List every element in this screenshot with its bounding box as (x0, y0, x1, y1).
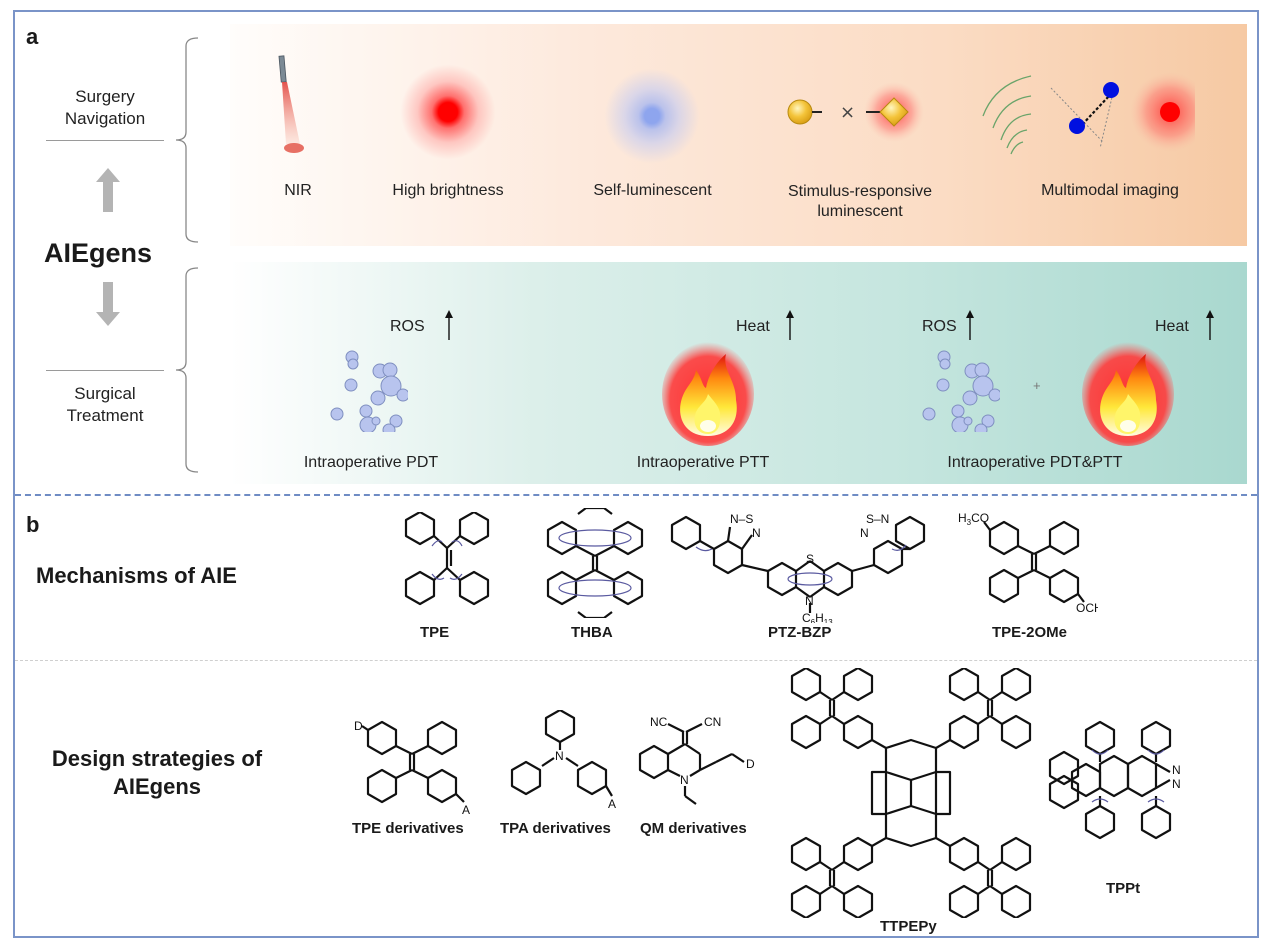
ptt-label: Intraoperative PTT (636, 454, 770, 471)
surgery-navigation-label: Surgery Navigation (40, 86, 170, 130)
arrow-up-icon (96, 168, 120, 212)
svg-text:N: N (555, 749, 564, 763)
tpe-derivatives-structure: D A (354, 720, 470, 817)
surgery-navigation-band (230, 24, 1247, 246)
svg-text:D: D (354, 720, 363, 733)
thba-label: THBA (571, 624, 613, 641)
stimulus-responsive-line-1: Stimulus-responsive (787, 183, 933, 200)
tpe-2ome-structure: H3CO OCH3 (958, 511, 1098, 617)
stimulus-responsive-line-2: luminescent (817, 203, 903, 220)
ttpepy-label: TTPEPy (880, 918, 937, 935)
arrow-down-icon (96, 282, 120, 326)
svg-text:C6H13: C6H13 (802, 611, 833, 623)
tppt-structure: N N (1048, 720, 1181, 840)
nir-label: NIR (284, 182, 312, 199)
design-strategies-title: Design strategies of AIEgens (26, 745, 288, 801)
qm-derivatives-structure: NC CN N D (638, 715, 755, 805)
tpa-derivatives-label: TPA derivatives (500, 820, 611, 837)
divider-bottom (46, 370, 164, 371)
ros-indicator-label: ROS (390, 318, 425, 335)
panel-a-letter: a (26, 24, 39, 49)
svg-text:N: N (680, 773, 689, 787)
svg-text:S: S (806, 552, 814, 566)
pyrene-core (870, 738, 952, 848)
surgery-navigation-line-1: Surgery (75, 87, 135, 106)
heat-indicator-label: Heat (736, 318, 770, 335)
brace-top-icon (175, 37, 199, 243)
pdt-label: Intraoperative PDT (303, 454, 439, 471)
panel-b-letter: b (26, 512, 40, 537)
svg-text:N: N (752, 526, 761, 540)
high-brightness-label: High brightness (392, 182, 504, 199)
red-glow-icon (400, 64, 496, 160)
multimodal-imaging-label: Multimodal imaging (1041, 182, 1179, 199)
svg-text:N: N (860, 526, 869, 540)
svg-text:N–S: N–S (730, 512, 753, 526)
design-title-line-2: AIEgens (112, 774, 202, 799)
multimodal-imaging-icon (982, 72, 1195, 155)
svg-text:A: A (608, 797, 616, 811)
svg-text:H3CO: H3CO (958, 511, 989, 527)
design-title-line-1: Design strategies of (51, 746, 263, 771)
surgery-navigation-line-2: Navigation (64, 109, 146, 128)
thba-structure (546, 508, 644, 618)
ros-bubbles-icon (330, 350, 408, 432)
mechanisms-title: Mechanisms of AIE (36, 563, 237, 588)
brace-bottom-icon (175, 267, 199, 473)
tppt-label: TPPt (1106, 880, 1141, 897)
svg-text:N: N (805, 594, 814, 608)
combo-heat-up-arrow-icon (1206, 310, 1214, 340)
surgical-treatment-line-1: Surgical (74, 384, 136, 403)
divider-top (46, 140, 164, 141)
blue-glow-icon (604, 68, 700, 164)
pdt-ptt-label: Intraoperative PDT&PTT (947, 454, 1123, 471)
tpe-2ome-label: TPE-2OMe (992, 624, 1068, 641)
stimulus-operator: × (840, 102, 855, 123)
heat-up-arrow-icon (786, 310, 794, 340)
surgical-treatment-line-2: Treatment (66, 406, 144, 425)
ros-up-arrow-icon (445, 310, 453, 340)
ptz-bzp-label: PTZ-BZP (768, 624, 832, 641)
tpa-derivatives-structure: N A (510, 710, 616, 811)
stimulus-response-icon: × (787, 82, 924, 142)
combo-ros-bubbles-icon (922, 350, 1000, 432)
fire-icon (662, 342, 754, 446)
combo-heat-label: Heat (1155, 318, 1189, 335)
figure-frame (13, 10, 1259, 938)
svg-text:NC: NC (650, 715, 668, 729)
aiegens-title: AIEgens (44, 238, 153, 268)
combo-fire-icon (1082, 342, 1174, 446)
panel-separator (15, 494, 1257, 496)
svg-text:D: D (746, 757, 755, 771)
subsection-separator (15, 660, 1257, 661)
tpe-derivatives-label: TPE derivatives (352, 820, 464, 837)
tpe-label: TPE (420, 624, 450, 641)
svg-text:OCH3: OCH3 (1076, 601, 1098, 617)
svg-text:N: N (1172, 777, 1181, 791)
svg-text:CN: CN (704, 715, 721, 729)
surgical-treatment-label: Surgical Treatment (40, 383, 170, 427)
self-luminescent-label: Self-luminescent (593, 182, 712, 199)
combo-ros-up-arrow-icon (966, 310, 974, 340)
qm-derivatives-label: QM derivatives (640, 820, 747, 837)
ultrasound-waves-icon (982, 75, 1032, 155)
nir-laser-icon (278, 55, 304, 153)
ttpepy-structure (790, 668, 1032, 918)
svg-text:N: N (1172, 763, 1181, 777)
svg-text:S–N: S–N (866, 512, 889, 526)
tpe-structure (404, 512, 490, 606)
combo-plus-operator: + (1033, 378, 1041, 393)
ptz-bzp-structure: N–SN S N C6H13 S–NN (670, 512, 926, 623)
stimulus-responsive-label: Stimulus-responsive luminescent (780, 182, 940, 222)
combo-ros-label: ROS (922, 318, 957, 335)
molecule-dumbbell-icon (1050, 82, 1119, 147)
svg-text:A: A (462, 803, 470, 817)
